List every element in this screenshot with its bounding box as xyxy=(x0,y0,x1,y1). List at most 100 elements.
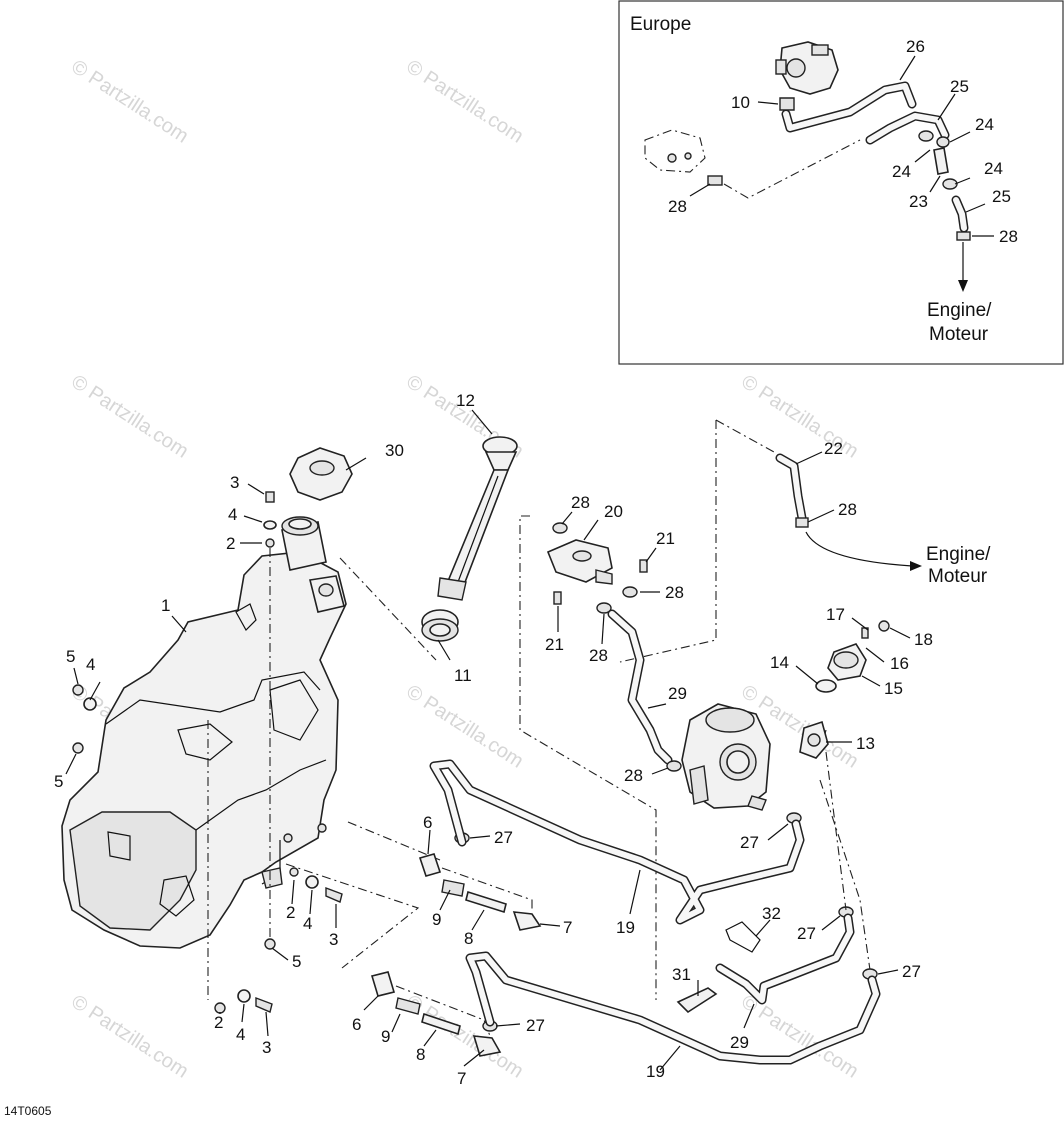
callout-19: 19 xyxy=(646,1062,665,1081)
europe-inset: Europe Engine/ Moteur xyxy=(618,0,1064,365)
callout-leaders xyxy=(65,409,911,1071)
outlet-assembly-upper xyxy=(418,853,542,931)
callout-27: 27 xyxy=(526,1016,545,1035)
tank-hardware xyxy=(72,491,343,1014)
callout-12: 12 xyxy=(456,391,475,410)
inset-title: Europe xyxy=(630,14,691,35)
callout-1: 1 xyxy=(161,596,170,615)
callout-27: 27 xyxy=(797,924,816,943)
watermark-text: © Partzilla.com xyxy=(402,56,527,148)
callout-2: 2 xyxy=(226,534,235,553)
callout-4: 4 xyxy=(236,1025,245,1044)
callout-3: 3 xyxy=(262,1038,271,1057)
inset-engine-arrowhead xyxy=(958,280,968,292)
watermark-text: © Partzilla.com xyxy=(67,991,192,1083)
callout-27: 27 xyxy=(902,962,921,981)
callout-4: 4 xyxy=(303,914,312,933)
callout-28: 28 xyxy=(589,646,608,665)
inset-clamp-24 xyxy=(942,178,958,190)
callout-30: 30 xyxy=(385,441,404,460)
callout-4: 4 xyxy=(86,655,95,674)
screw-21 xyxy=(639,559,648,573)
callout-2: 2 xyxy=(286,903,295,922)
callout-27: 27 xyxy=(494,828,513,847)
clip-31 xyxy=(676,987,718,1014)
carburetor xyxy=(681,703,771,811)
callout-11: 11 xyxy=(454,666,472,685)
clamp-28 xyxy=(552,522,568,534)
callout-6: 6 xyxy=(423,813,432,832)
callout-28: 28 xyxy=(668,197,687,216)
callout-labels: 30 3 4 2 1 12 11 20 28 21 21 28 28 22 28… xyxy=(54,391,933,1088)
watermark-text: © Partzilla.com xyxy=(737,371,862,463)
callout-4: 4 xyxy=(228,505,237,524)
callout-28: 28 xyxy=(624,766,643,785)
washer-18 xyxy=(878,620,890,632)
callout-3: 3 xyxy=(230,473,239,492)
callout-25: 25 xyxy=(992,187,1011,206)
fuel-gauge-sender xyxy=(437,436,518,601)
callout-6: 6 xyxy=(352,1015,361,1034)
fuel-valve-assembly xyxy=(799,620,890,759)
callout-21: 21 xyxy=(656,529,675,548)
callout-7: 7 xyxy=(457,1069,466,1088)
inset-tee-23 xyxy=(933,147,949,175)
inset-clamp-24 xyxy=(936,136,950,148)
gauge-grommet xyxy=(421,609,459,642)
callout-5: 5 xyxy=(66,647,75,666)
inset-clamp-28-left xyxy=(707,175,723,186)
callout-24: 24 xyxy=(975,115,994,134)
callout-20: 20 xyxy=(604,502,623,521)
clamp-28 xyxy=(622,586,638,598)
screw-21 xyxy=(553,591,562,605)
callout-15: 15 xyxy=(884,679,903,698)
callout-28: 28 xyxy=(571,493,590,512)
callout-10: 10 xyxy=(731,93,750,112)
callout-16: 16 xyxy=(890,654,909,673)
callout-5: 5 xyxy=(54,772,63,791)
tie-32 xyxy=(725,921,761,953)
inset-carburetor-outline xyxy=(644,129,706,173)
callout-25: 25 xyxy=(950,77,969,96)
figure-code: 14T0605 xyxy=(4,1104,52,1118)
callout-27: 27 xyxy=(740,833,759,852)
engine-route-arrowhead xyxy=(910,561,922,571)
watermark-text: © Partzilla.com xyxy=(67,56,192,148)
assembly-boundary xyxy=(519,515,657,1000)
callout-9: 9 xyxy=(381,1027,390,1046)
inset-frame xyxy=(618,0,1064,365)
callout-17: 17 xyxy=(826,605,845,624)
clamp-28 xyxy=(596,602,612,614)
fuel-tank xyxy=(61,551,347,949)
inset-fitting-10 xyxy=(779,97,795,111)
callout-7: 7 xyxy=(563,918,572,937)
callout-24: 24 xyxy=(892,162,911,181)
tank-filler-neck xyxy=(281,516,345,613)
callout-31: 31 xyxy=(672,965,691,984)
tank-cap xyxy=(289,447,353,501)
inset-destination-line2: Moteur xyxy=(929,324,989,345)
callout-21: 21 xyxy=(545,635,564,654)
callout-23: 23 xyxy=(909,192,928,211)
clamp-28 xyxy=(666,760,682,772)
callout-2: 2 xyxy=(214,1013,223,1032)
callout-19: 19 xyxy=(616,918,635,937)
callout-22: 22 xyxy=(824,439,843,458)
callout-29: 29 xyxy=(668,684,687,703)
engine-route-line xyxy=(805,531,913,567)
callout-9: 9 xyxy=(432,910,441,929)
inset-pump-valve xyxy=(775,41,839,95)
callout-32: 32 xyxy=(762,904,781,923)
callout-28: 28 xyxy=(999,227,1018,246)
callout-13: 13 xyxy=(856,734,875,753)
inset-destination-line1: Engine/ xyxy=(927,300,992,321)
watermark-text: © Partzilla.com xyxy=(67,371,192,463)
clamp-28 xyxy=(795,517,809,528)
hose-29 xyxy=(607,609,673,765)
outlet-assembly-lower xyxy=(370,971,502,1057)
callout-3: 3 xyxy=(329,930,338,949)
destination-line2: Moteur xyxy=(928,566,988,587)
gasket-14 xyxy=(815,679,837,693)
callout-24: 24 xyxy=(984,159,1003,178)
